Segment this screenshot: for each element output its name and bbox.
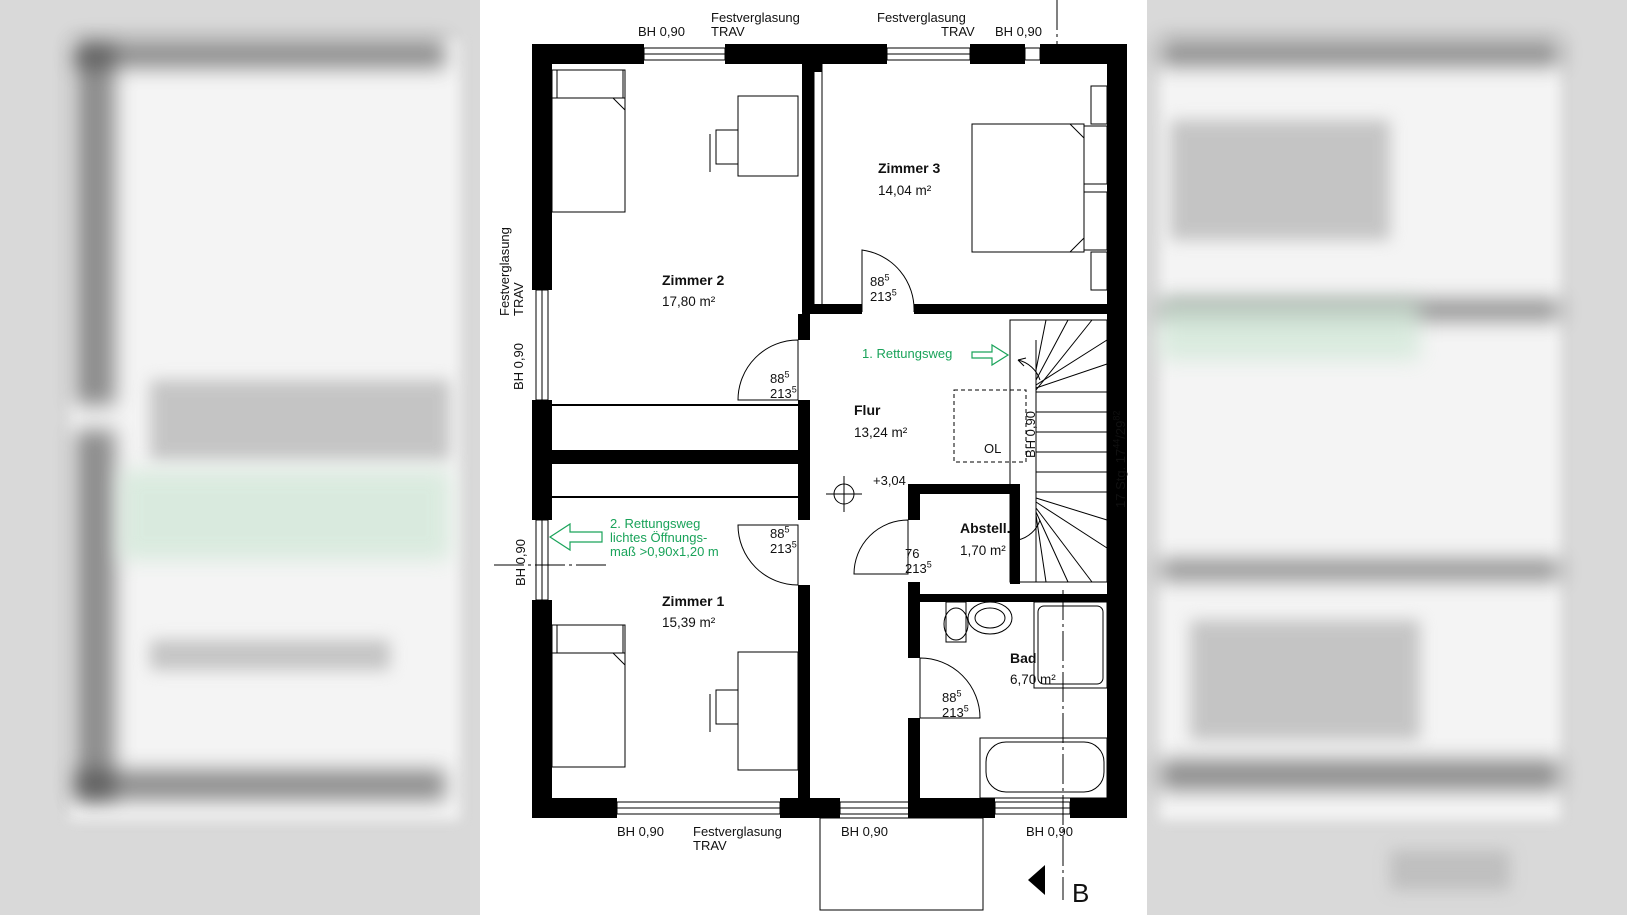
wall-left-lower xyxy=(532,600,552,818)
escape-route-1: 1. Rettungsweg xyxy=(862,346,953,361)
stair-label: 17 Stg. 1744/2982 xyxy=(1111,410,1128,508)
wall-bad-top xyxy=(908,594,1127,602)
wall-z2-z3 xyxy=(802,64,814,312)
wall-flur-left-b xyxy=(798,400,810,520)
windows xyxy=(535,47,1071,815)
window-label-top-left-fest: Festverglasung xyxy=(711,10,800,25)
window-label-top-right-bh: BH 0,90 xyxy=(995,24,1042,39)
room-area-zimmer1: 15,39 m² xyxy=(662,615,716,630)
section-line xyxy=(494,0,1064,900)
room-name-bad: Bad xyxy=(1010,650,1037,666)
shower xyxy=(1033,601,1108,689)
door-bad xyxy=(919,657,981,719)
wall-top-right-a xyxy=(970,44,1025,64)
wall-bad-left-b xyxy=(908,718,920,818)
wall-z1-z2 xyxy=(552,450,802,464)
level-label: +3,04 xyxy=(873,473,906,488)
room-name-zimmer3: Zimmer 3 xyxy=(878,160,941,176)
wall-abstell-top xyxy=(908,484,1020,494)
escape-route-2-line3: maß >0,90x1,20 m xyxy=(610,544,719,559)
closet-line-a xyxy=(552,404,802,406)
level-marker xyxy=(826,476,862,512)
room-name-abstell: Abstell. xyxy=(960,520,1011,536)
wall-top-mid xyxy=(725,44,887,64)
window-label-bottom-left-bh: BH 0,90 xyxy=(617,824,664,839)
room-area-abstell: 1,70 m² xyxy=(960,543,1006,558)
wall-left-mid xyxy=(532,400,552,520)
wall-flur-left-a xyxy=(798,314,810,340)
staircase xyxy=(1009,319,1108,583)
floor-plan-sheet: BH 0,90 Festverglasung TRAV Festverglasu… xyxy=(480,0,1147,915)
room-name-zimmer2: Zimmer 2 xyxy=(662,272,725,288)
toilet xyxy=(945,601,967,643)
wall-bottom-right-a xyxy=(910,798,995,818)
window-label-top-left-trav: TRAV xyxy=(711,24,745,39)
stair-outline xyxy=(1009,319,1108,583)
section-marker-label: B xyxy=(1072,878,1090,908)
window-label-top-left-bh: BH 0,90 xyxy=(638,24,685,39)
door-abstell xyxy=(853,519,909,575)
door-swings xyxy=(737,249,981,719)
wall-right xyxy=(1107,44,1127,818)
window-label-top-right-trav: TRAV xyxy=(941,24,975,39)
wall-stub xyxy=(802,64,822,72)
window-label-left-upper-bh: BH 0,90 xyxy=(511,343,526,390)
room-name-zimmer1: Zimmer 1 xyxy=(662,593,725,609)
window-label-top-right-fest: Festverglasung xyxy=(877,10,966,25)
section-arrow-icon xyxy=(1028,865,1045,895)
sink xyxy=(967,601,1013,635)
escape-route-2-line1: 2. Rettungsweg xyxy=(610,516,701,531)
floor-plan-drawing xyxy=(494,0,1127,911)
wall-bottom-left xyxy=(532,798,617,818)
closet-line-b xyxy=(552,496,802,498)
wall-stair-top xyxy=(1010,304,1022,314)
bathtub xyxy=(979,737,1108,799)
escape-arrows xyxy=(548,343,1010,552)
room-area-zimmer2: 17,80 m² xyxy=(662,294,716,309)
room-area-bad: 6,70 m² xyxy=(1010,672,1056,687)
wall-left-upper xyxy=(532,44,552,290)
walls xyxy=(532,44,1127,818)
wall-top-left xyxy=(532,44,644,64)
skylight-outline xyxy=(953,389,1027,463)
bed-zimmer1 xyxy=(551,624,626,768)
balcony-outline xyxy=(819,817,984,911)
window-label-stair-bh: BH 0,90 xyxy=(1023,411,1038,458)
wall-top-right-b xyxy=(1040,44,1127,64)
room-area-zimmer3: 14,04 m² xyxy=(878,183,932,198)
desk-zimmer2 xyxy=(737,95,799,177)
escape-route-2-line2: lichtes Öffnungs- xyxy=(610,530,708,545)
room-area-flur: 13,24 m² xyxy=(854,425,908,440)
window-label-bottom-mid-bh: BH 0,90 xyxy=(841,824,888,839)
window-label-bottom-left-fest: Festverglasung xyxy=(693,824,782,839)
room-name-flur: Flur xyxy=(854,402,881,418)
desk-zimmer1 xyxy=(737,651,799,771)
wall-abstell-right xyxy=(1010,484,1020,584)
bed-zimmer2 xyxy=(551,69,626,213)
skylight-label: OL xyxy=(984,441,1002,456)
wall-flur-left-c xyxy=(798,585,810,818)
double-bed-zimmer3 xyxy=(971,123,1085,253)
chair-zimmer1 xyxy=(715,689,739,725)
door-zimmer2 xyxy=(737,339,799,401)
window-label-left-trav: TRAV xyxy=(511,282,526,316)
window-label-left-lower-bh: BH 0,90 xyxy=(513,539,528,586)
escape-arrow-right xyxy=(971,343,1010,367)
wall-bad-left-a xyxy=(908,582,920,658)
window-label-bottom-right-bh: BH 0,90 xyxy=(1026,824,1073,839)
window-label-bottom-left-trav: TRAV xyxy=(693,838,727,853)
furniture xyxy=(551,69,1108,799)
door-zimmer3 xyxy=(861,249,915,313)
door-zimmer1 xyxy=(737,524,799,586)
wall-z3-bottom-left xyxy=(802,304,862,314)
window-label-left-fest: Festverglasung xyxy=(497,227,512,316)
escape-arrow-left xyxy=(548,522,603,552)
chair-zimmer2 xyxy=(715,129,739,165)
